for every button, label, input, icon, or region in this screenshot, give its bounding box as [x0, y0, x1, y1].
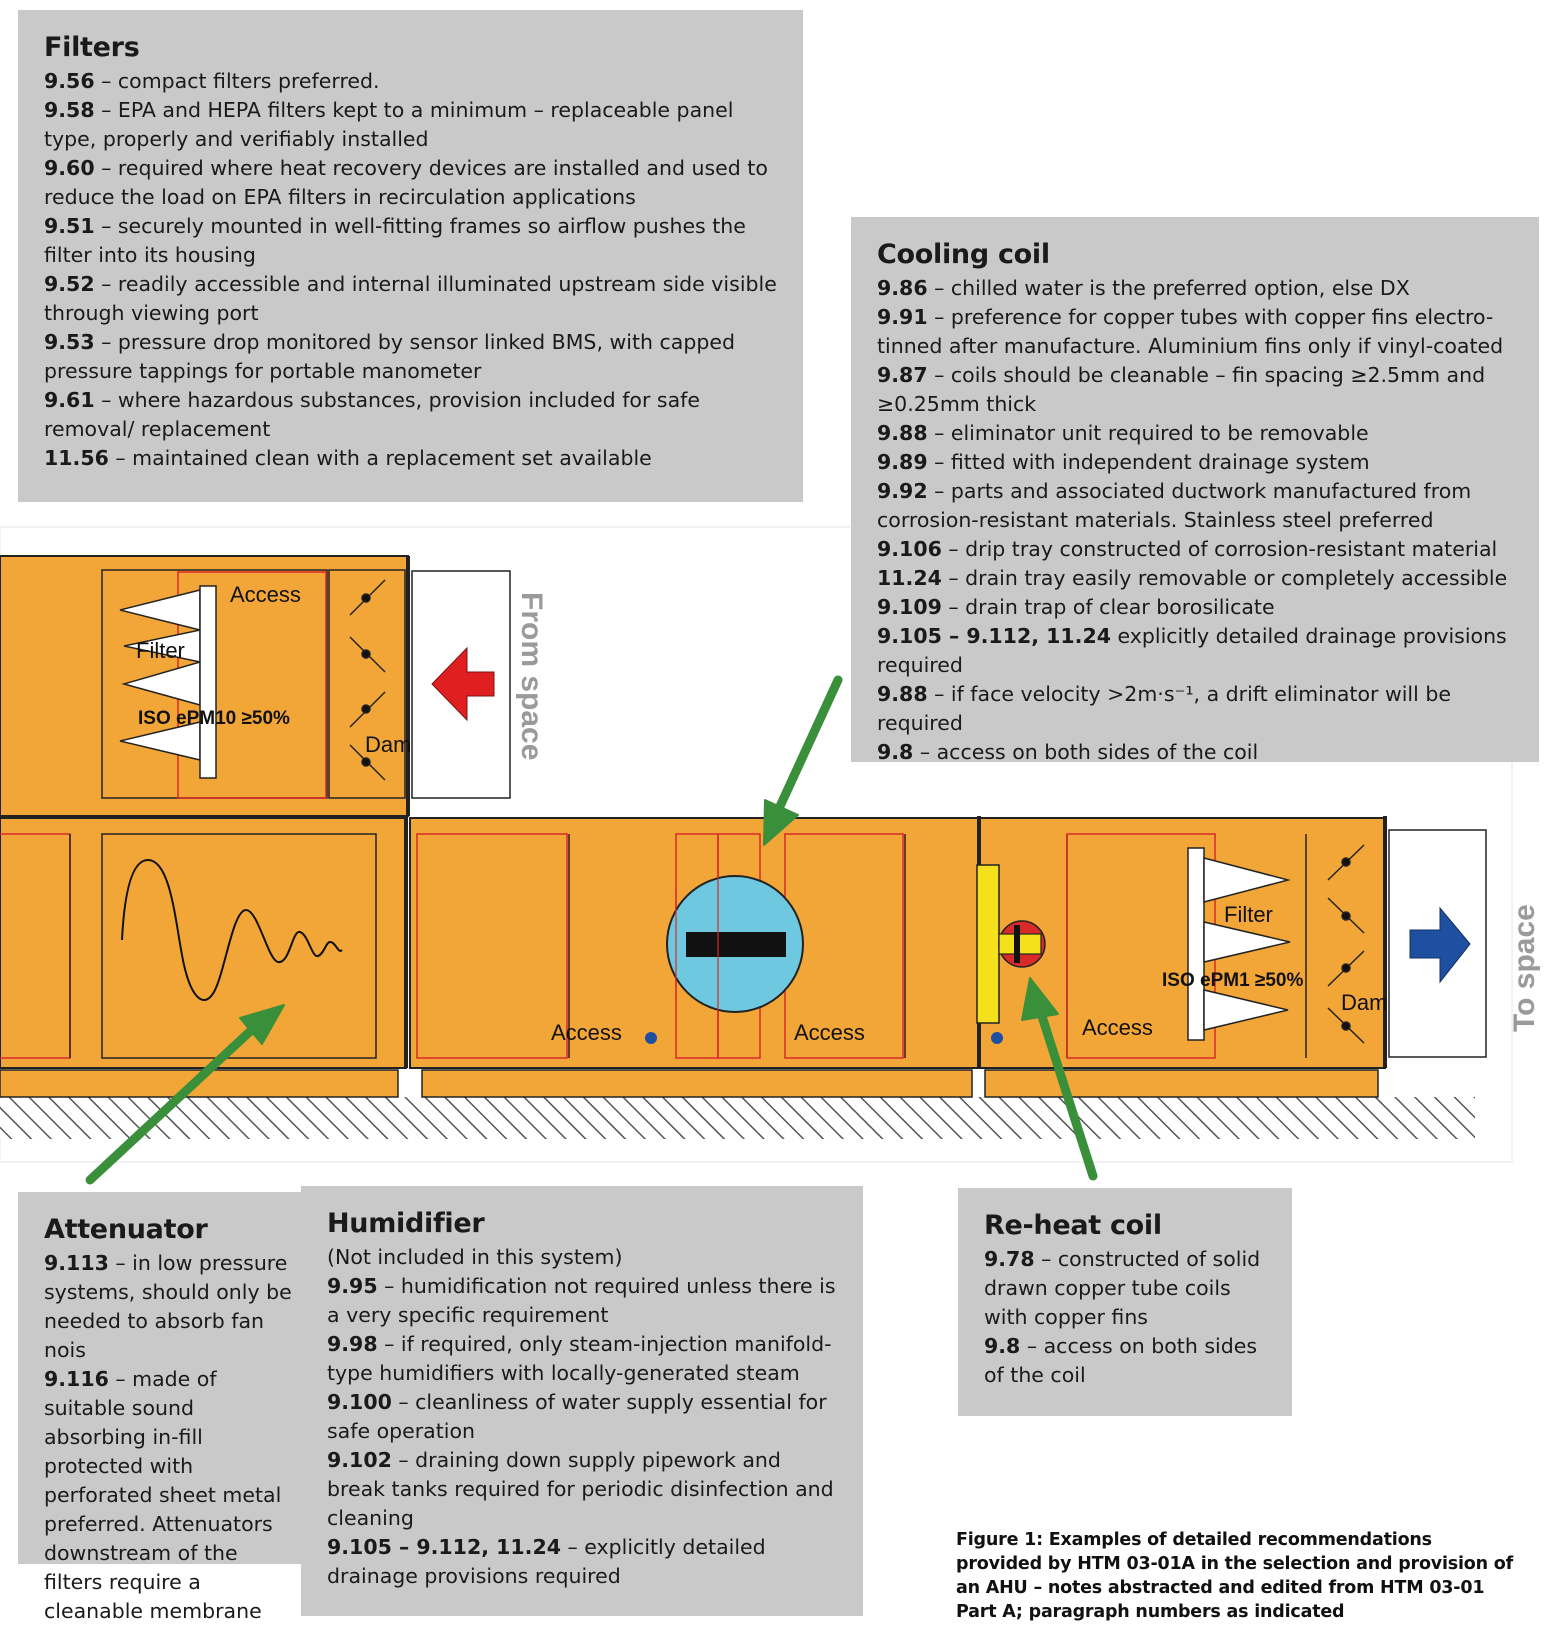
attenuator-list: 9.113 – in low pressure systems, should …	[44, 1249, 297, 1626]
attenuator-note: Attenuator 9.113 – in low pressure syste…	[18, 1192, 303, 1623]
list-item: 9.89 – fitted with independent drainage …	[877, 450, 1370, 474]
reheat-coil-icon	[976, 864, 1000, 1024]
from-space-arrow-icon	[431, 646, 495, 722]
humidifier-subtitle: (Not included in this system)	[327, 1245, 623, 1269]
sound-wave-icon	[121, 858, 343, 1001]
upper-filter-label: Filter	[136, 638, 185, 663]
list-item: 9.87 – coils should be cleanable – fin s…	[877, 363, 1486, 416]
drain-point-icon	[645, 1032, 657, 1044]
list-item: 9.116 – made of suitable sound absorbing…	[44, 1367, 282, 1623]
cooling-coil-note: Cooling coil 9.86 – chilled water is the…	[851, 217, 1539, 764]
list-item: 9.51 – securely mounted in well-fitting …	[44, 214, 746, 267]
reheat-access-label: Access	[1082, 1015, 1153, 1040]
filters-note: Filters 9.56 – compact filters preferred…	[18, 10, 803, 502]
plinth-right	[984, 1069, 1379, 1098]
list-item: 9.100 – cleanliness of water supply esse…	[327, 1390, 827, 1443]
lower-filter-grade: ISO ePM1 ≥50%	[1162, 970, 1303, 991]
list-item: 9.52 – readily accessible and internal i…	[44, 272, 777, 325]
lower-filter-label: Filter	[1224, 902, 1273, 927]
upper-filter-grade: ISO ePM10 ≥50%	[138, 708, 290, 729]
cooling-coil-section: Access Access	[409, 817, 979, 1069]
reheat-list: 9.78 – constructed of solid drawn copper…	[984, 1245, 1266, 1390]
cool-access-left-label: Access	[551, 1020, 622, 1045]
list-item: 9.92 – parts and associated ductwork man…	[877, 479, 1472, 532]
diagram-frame	[0, 526, 1513, 1163]
list-item: 11.24 – drain tray easily removable or c…	[877, 566, 1508, 590]
cooling-title: Cooling coil	[877, 239, 1050, 270]
list-item: 9.105 – 9.112, 11.24 – explicitly detail…	[327, 1535, 766, 1588]
list-item: 9.8 – access on both sides of the coil	[984, 1334, 1258, 1387]
upper-unit: Access Filter ISO ePM10 ≥50% Damper	[0, 555, 443, 817]
reheat-drain-icon	[991, 1032, 1003, 1044]
list-item: 9.98 – if required, only steam-injection…	[327, 1332, 832, 1385]
pointer-arrows	[85, 675, 1098, 1185]
filters-title: Filters	[44, 32, 140, 63]
attenuator-section	[0, 816, 408, 1069]
humidifier-list: 9.95 – humidification not required unles…	[327, 1272, 837, 1591]
list-item: 11.56 – maintained clean with a replacem…	[44, 446, 652, 470]
lower-damper-blades	[1327, 844, 1365, 1044]
upper-access-label: Access	[230, 582, 301, 607]
attenuator-pointer-arrow-icon	[85, 1019, 263, 1185]
to-space-label: To space	[1508, 904, 1541, 1032]
list-item: 9.53 – pressure drop monitored by sensor…	[44, 330, 735, 383]
upper-damper-blades	[349, 579, 386, 781]
reheat-pointer-arrow-icon	[1035, 1005, 1098, 1181]
cooling-pointer-arrow-icon	[771, 675, 843, 820]
list-item: 9.88 – eliminator unit required to be re…	[877, 421, 1369, 445]
list-item: 9.109 – drain trap of clear borosilicate	[877, 595, 1275, 619]
list-item: 9.56 – compact filters preferred.	[44, 69, 380, 93]
reheat-section: Filter ISO ePM1 ≥50% Access Damper	[976, 816, 1419, 1069]
filters-list: 9.56 – compact filters preferred. 9.58 –…	[44, 67, 777, 473]
list-item: 9.61 – where hazardous substances, provi…	[44, 388, 700, 441]
list-item: 9.113 – in low pressure systems, should …	[44, 1251, 292, 1362]
reheat-title: Re-heat coil	[984, 1210, 1162, 1241]
floor-hatch	[0, 1097, 1475, 1139]
attenuator-title: Attenuator	[44, 1214, 208, 1245]
list-item: 9.78 – constructed of solid drawn copper…	[984, 1247, 1261, 1329]
plinth-middle	[421, 1069, 973, 1098]
to-space-arrow-icon	[1409, 906, 1471, 984]
list-item: 9.102 – draining down supply pipework an…	[327, 1448, 834, 1530]
list-item: 9.91 – preference for copper tubes with …	[877, 305, 1504, 358]
list-item: 9.58 – EPA and HEPA filters kept to a mi…	[44, 98, 734, 151]
lower-filter-frame	[1187, 847, 1205, 1041]
reheat-coil-note: Re-heat coil 9.78 – constructed of solid…	[958, 1188, 1292, 1416]
lower-filter-pleats	[1203, 857, 1291, 1031]
list-item: 9.106 – drip tray constructed of corrosi…	[877, 537, 1498, 561]
humidifier-note: Humidifier (Not included in this system)…	[301, 1186, 863, 1616]
cooling-list: 9.86 – chilled water is the preferred op…	[877, 274, 1513, 767]
cool-access-right-label: Access	[794, 1020, 865, 1045]
list-item: 9.105 – 9.112, 11.24 explicitly detailed…	[877, 624, 1507, 677]
figure-caption: Figure 1: Examples of detailed recommend…	[956, 1530, 1514, 1622]
from-space-label: From space	[515, 592, 548, 760]
upper-filter-frame	[199, 585, 217, 779]
list-item: 9.8 – access on both sides of the coil	[877, 740, 1259, 764]
list-item: 9.95 – humidification not required unles…	[327, 1274, 836, 1327]
humidifier-title: Humidifier	[327, 1208, 485, 1239]
list-item: 9.88 – if face velocity >2m·s⁻¹, a drift…	[877, 682, 1451, 735]
list-item: 9.86 – chilled water is the preferred op…	[877, 276, 1410, 300]
list-item: 9.60 – required where heat recovery devi…	[44, 156, 768, 209]
